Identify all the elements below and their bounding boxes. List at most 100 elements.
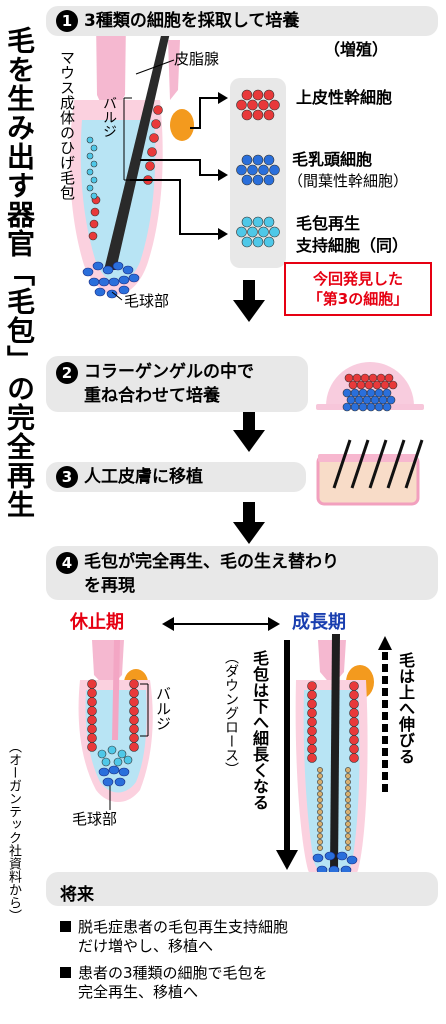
support-cell <box>252 216 264 228</box>
papilla-cell <box>263 154 275 166</box>
dome-blue-cell <box>354 395 364 405</box>
future-title: 将来 <box>60 885 94 905</box>
future-item-2: 患者の3種類の細胞で毛包を 完全再生、移植へ <box>60 964 268 1002</box>
dome-red-cell <box>376 373 386 383</box>
outer-cyan-cell <box>90 176 98 184</box>
grow-red-cell <box>307 735 317 745</box>
grow-red-cell <box>307 717 317 727</box>
downgrowth-sublabel: （ダウングロース） <box>223 650 239 776</box>
grow-tan-cell <box>317 821 323 827</box>
dome-blue-cell <box>374 388 384 398</box>
epithelial-cell <box>252 109 264 121</box>
rest-red-cell <box>129 697 139 707</box>
epithelial-stem-cells <box>236 89 280 121</box>
bulb-blue-cell <box>112 261 124 271</box>
dome-blue-cell <box>342 402 352 412</box>
mouse-follicle-label: マウス成体のひげ毛包 <box>58 50 76 200</box>
grow-red-cell <box>349 699 359 709</box>
dome-blue-cell <box>378 395 388 405</box>
dome-blue-cell <box>366 402 376 412</box>
bulb-blue-cell <box>118 275 130 285</box>
grow-tan-cell <box>345 827 351 833</box>
papilla-cell <box>258 164 269 176</box>
page-title: 毛を生み出す器官「毛包」の完全再生 <box>3 26 36 519</box>
growth-phase-label: 成長期 <box>292 612 346 633</box>
dome-blue-cell <box>350 402 360 412</box>
dome-red-cell <box>348 380 358 390</box>
rest-cyan-cell <box>97 749 107 759</box>
outer-red-cell <box>149 133 159 143</box>
bulb-blue-cell <box>106 289 118 299</box>
epithelial-cell <box>269 99 280 111</box>
rest-blue-cell <box>98 767 110 777</box>
outer-red-cell <box>89 219 99 229</box>
hair-up-label: 毛は上へ伸びる <box>396 652 415 764</box>
grow-tan-cell <box>345 833 351 839</box>
future-item-1: 脱毛症患者の毛包再生支持細胞 だけ増やし、移植へ <box>60 918 288 956</box>
hair-strand <box>332 439 352 489</box>
dome-blue-cell <box>358 388 368 398</box>
grow-tan-cell <box>345 779 351 785</box>
step4-number: 4 <box>56 552 78 574</box>
grow-red-cell <box>307 699 317 709</box>
rest-red-cell <box>129 706 139 716</box>
rest-red-cell <box>87 697 97 707</box>
grow-red-cell <box>307 681 317 691</box>
dome-blue-cell <box>366 388 376 398</box>
dome-red-cell <box>364 380 374 390</box>
grow-red-cell <box>307 690 317 700</box>
resting-follicle-cells <box>87 679 139 787</box>
step2-number: 2 <box>56 362 78 384</box>
step4-bar <box>46 546 438 600</box>
support-cell-sublabel: 支持細胞（同） <box>296 236 409 255</box>
dermal-papilla-cells <box>236 154 280 186</box>
support-cells <box>236 216 280 248</box>
grow-tan-cell <box>345 839 351 845</box>
rest-red-cell <box>87 679 97 689</box>
grow-tan-cell <box>345 821 351 827</box>
grow-tan-cell <box>317 815 323 821</box>
bulb-blue-cell <box>82 267 94 277</box>
rest-bulb-label: 毛球部 <box>72 810 118 828</box>
papilla-cell <box>263 174 275 186</box>
outer-red-cell <box>90 207 100 217</box>
rest-cyan-cell <box>117 749 127 759</box>
support-cell <box>263 236 275 248</box>
support-cell-label: 毛包再生 <box>296 214 361 233</box>
bulge-label: バルジ <box>101 96 117 138</box>
grow-red-cell <box>349 735 359 745</box>
rest-red-cell <box>129 733 139 743</box>
transplanted-hairs <box>332 439 424 489</box>
grow-tan-cell <box>345 767 351 773</box>
grow-tan-cell <box>345 791 351 797</box>
grow-tan-cell <box>345 797 351 803</box>
rest-red-cell <box>129 679 139 689</box>
layered-cells <box>342 373 398 412</box>
epithelial-cell <box>241 109 253 121</box>
epithelial-stem-cell-label: 上皮性幹細胞 <box>296 88 393 107</box>
dome-blue-cell <box>382 388 392 398</box>
dome-blue-cell <box>342 388 352 398</box>
grow-blue-cell <box>324 851 336 861</box>
dome-blue-cell <box>370 395 380 405</box>
outer-cyan-cell <box>90 160 98 168</box>
grow-tan-cell <box>317 833 323 839</box>
grow-red-cell <box>349 753 359 763</box>
grow-red-cell <box>349 717 359 727</box>
outer-red-cell <box>88 231 98 241</box>
grow-tan-cell <box>345 785 351 791</box>
grow-tan-cell <box>345 803 351 809</box>
dermal-papilla-cell-label: 毛乳頭細胞 <box>292 150 373 169</box>
epithelial-cell <box>263 89 275 101</box>
sebaceous-label: 皮脂腺 <box>174 50 220 68</box>
discovery-callout: 今回発見した 「第3の細胞」 <box>284 262 432 316</box>
hair-bulb-label: 毛球部 <box>124 292 170 310</box>
downgrowth-label: 毛包は下へ細長くなる <box>250 650 269 810</box>
grow-blue-cell <box>312 853 324 863</box>
outer-cyan-cell <box>90 192 98 200</box>
grow-tan-cell <box>345 773 351 779</box>
dome-blue-cell <box>362 395 372 405</box>
support-cell <box>258 226 269 238</box>
growing-follicle-cells <box>307 681 359 885</box>
rest-red-cell <box>87 688 97 698</box>
